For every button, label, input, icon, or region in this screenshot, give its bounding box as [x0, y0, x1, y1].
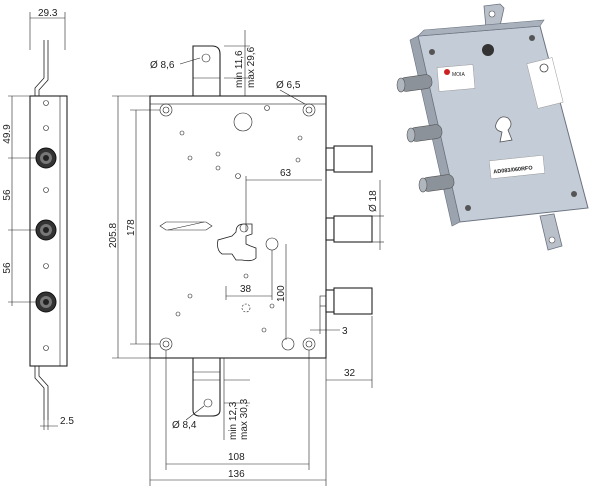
corner-hole-tr [302, 103, 316, 117]
dim-top-range-min: min 11,6 [234, 50, 245, 88]
dim-bottom-range-min: min 12,3 [228, 401, 239, 440]
top-bracket-hole [201, 53, 211, 63]
dim-width-holes: 108 [228, 452, 245, 463]
dim-bottom-range-max: max 30,3 [239, 398, 250, 440]
dim-width-overall: 136 [228, 469, 245, 480]
dim-latch-gap: 3 [342, 326, 348, 337]
side-view: 29.3 [2, 8, 74, 430]
dim-side-width: 29.3 [38, 8, 58, 19]
bolt-head-1 [35, 147, 57, 169]
dim-bolt-projection: 32 [344, 368, 356, 379]
dim-height-overall: 205.8 [108, 223, 119, 248]
photo-bolt-3 [418, 174, 455, 193]
dim-pitch-2: 56 [2, 262, 13, 274]
dim-tab-thickness: 2.5 [60, 416, 74, 427]
dim-pitch-top: 49.9 [2, 124, 13, 144]
dim-bolt-diameter: Ø 18 [368, 190, 379, 212]
dim-hole-corner: Ø 6,5 [276, 80, 301, 91]
bolt-lower [325, 287, 373, 315]
faceplate-top-tab [34, 40, 45, 96]
diamond-slot [159, 221, 213, 231]
dim-top-range-max: max 29,6 [246, 46, 257, 88]
bolt-head-3 [35, 291, 57, 313]
lock-case [149, 95, 327, 359]
dim-key-height: 100 [276, 285, 287, 302]
photo-model-label: AD083/060RFO [493, 165, 534, 175]
bolt-upper [325, 145, 373, 173]
product-photo: MOIA AD083/060RFO [396, 3, 589, 251]
bolt-middle [325, 215, 373, 243]
top-bracket [192, 45, 221, 101]
dim-hole-top: Ø 8,6 [150, 60, 175, 71]
dim-key-offset: 38 [240, 284, 252, 295]
bottom-bracket [192, 357, 221, 417]
dim-height-holes: 178 [126, 219, 137, 236]
photo-bolt-2 [406, 124, 443, 143]
dim-pitch-1: 56 [2, 189, 13, 201]
photo-keyhole [495, 116, 513, 143]
bolt-head-2 [35, 219, 57, 241]
faceplate-bottom-tab [34, 366, 45, 420]
latch [319, 295, 327, 307]
dim-backset: 63 [280, 168, 292, 179]
photo-bolt-1 [396, 74, 433, 93]
dim-hole-bottom: Ø 8,4 [172, 420, 197, 431]
bottom-bracket-hole [203, 398, 213, 408]
photo-bottom-bracket [539, 213, 563, 251]
photo-brand: MOIA [452, 72, 465, 78]
front-view: Ø 8,6 min 11,6 max 29,6 Ø 6,5 [108, 30, 384, 486]
